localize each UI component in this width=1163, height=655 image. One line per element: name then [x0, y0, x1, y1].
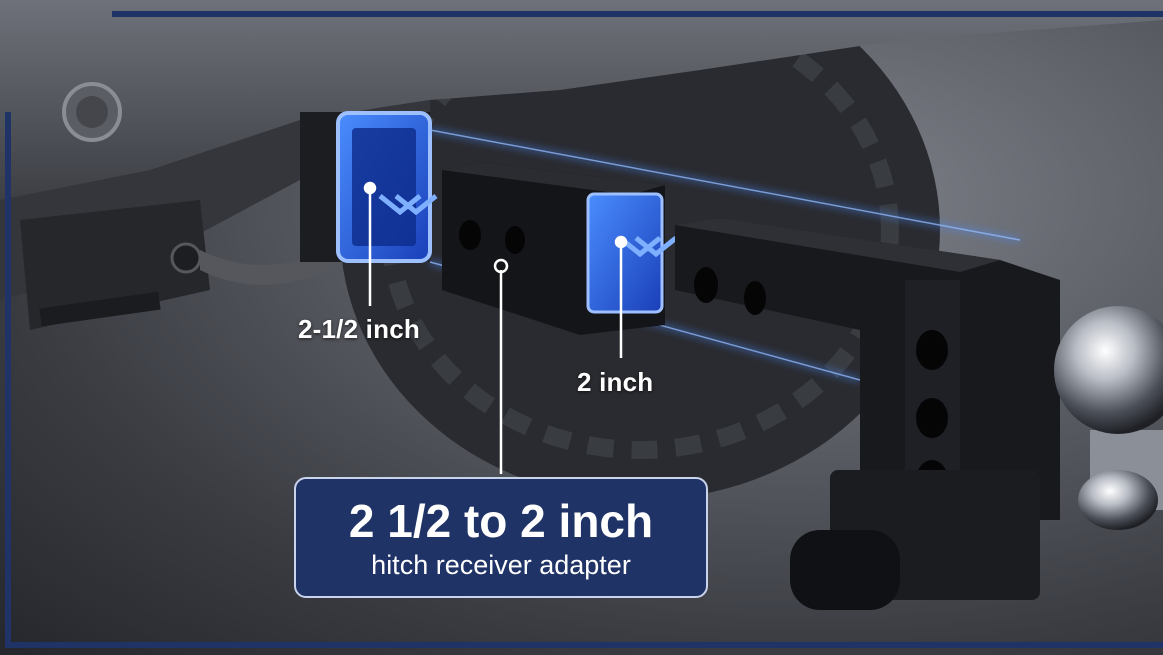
adapter-sleeve	[442, 162, 665, 335]
headline-banner: 2 1/2 to 2 inch hitch receiver adapter	[294, 477, 708, 598]
vehicle-receiver	[300, 111, 432, 263]
callout-label-2-1-2-inch: 2-1/2 inch	[298, 314, 420, 344]
banner-subtitle: hitch receiver adapter	[371, 550, 631, 580]
callout-lines	[363, 181, 628, 474]
image-frame	[5, 11, 1163, 648]
banner-title: 2 1/2 to 2 inch	[348, 495, 654, 547]
hitch-ball	[1054, 306, 1163, 530]
callout-label-2-inch: 2 inch	[577, 367, 654, 397]
ball-mount	[675, 218, 1060, 610]
